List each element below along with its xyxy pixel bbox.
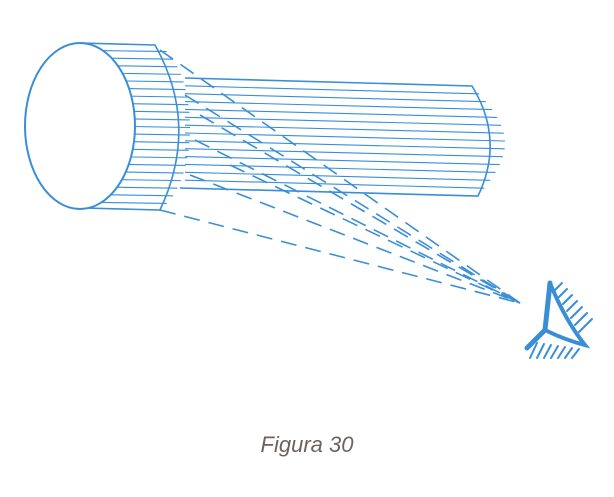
tube-hatch-line xyxy=(184,140,505,150)
tube-hatch-line xyxy=(184,108,498,118)
eyelash xyxy=(558,288,568,298)
ray-line xyxy=(159,209,521,304)
eyelash xyxy=(557,346,566,359)
eyelash xyxy=(578,318,593,333)
eye-icon xyxy=(524,280,593,359)
ring-hatch-line xyxy=(101,50,167,53)
eyelash xyxy=(536,343,545,359)
tube-hatch-line xyxy=(184,124,504,134)
ring-hatch-line xyxy=(109,57,174,60)
ring-hatch-line xyxy=(126,87,186,91)
eyelash xyxy=(564,347,573,359)
eyelash xyxy=(554,282,563,291)
ring-hatch-line xyxy=(115,186,178,189)
tube-hatch-line xyxy=(184,179,485,189)
light-rays xyxy=(159,49,521,304)
ring-hatch-line xyxy=(126,163,186,167)
ring-hatch-line xyxy=(131,125,191,129)
tube-hatch-line xyxy=(184,101,493,111)
ring-hatch-line xyxy=(130,103,189,106)
tube-hatch-line xyxy=(184,93,486,103)
ring-hatch-line xyxy=(123,171,184,174)
ring-hatch-line xyxy=(101,201,167,204)
ring-hatch-line xyxy=(115,65,178,68)
eyelash xyxy=(550,345,559,359)
eyelash xyxy=(571,348,580,359)
eyelash xyxy=(570,306,583,319)
ring-hatch-line xyxy=(123,80,184,83)
eyelash xyxy=(566,300,578,312)
eyelash xyxy=(529,342,538,359)
ring-hatch-line xyxy=(131,110,190,113)
tube-hatch-line xyxy=(184,163,496,173)
tube-hatch-line xyxy=(184,85,480,95)
cylinder-eye-illustration xyxy=(24,42,593,359)
ray-line xyxy=(199,114,521,304)
long-tube xyxy=(179,77,506,197)
ring-hatch-line xyxy=(128,156,188,159)
eyelash xyxy=(562,294,573,305)
tube-hatch-line xyxy=(184,132,506,142)
tube-hatch-line xyxy=(184,116,502,126)
ring-hatch-line xyxy=(128,95,188,98)
ring-hatch-line xyxy=(120,72,181,75)
ring-hatch-line xyxy=(109,194,174,197)
ring-hatch-line xyxy=(130,148,189,151)
figure-caption: Figura 30 xyxy=(260,432,354,457)
ring-hatch-line xyxy=(131,133,190,136)
eyelash xyxy=(543,344,552,359)
ray-line xyxy=(184,94,521,304)
ray-line xyxy=(229,164,521,304)
tube-hatch-line xyxy=(184,148,503,158)
front-face xyxy=(24,42,136,210)
eye-outline xyxy=(543,281,591,349)
eye-upper-lid xyxy=(524,280,553,351)
ring-hatch-line xyxy=(131,141,190,144)
ray-line xyxy=(189,174,521,304)
ring-outline xyxy=(79,42,180,211)
tube-hatch-line xyxy=(184,156,500,166)
ray-line xyxy=(194,139,521,304)
eyelash xyxy=(574,312,588,326)
ring-hatch-line xyxy=(131,118,190,121)
tube-hatch-line xyxy=(184,171,491,181)
ring-hatch-line xyxy=(120,179,181,182)
front-ring xyxy=(24,42,191,211)
